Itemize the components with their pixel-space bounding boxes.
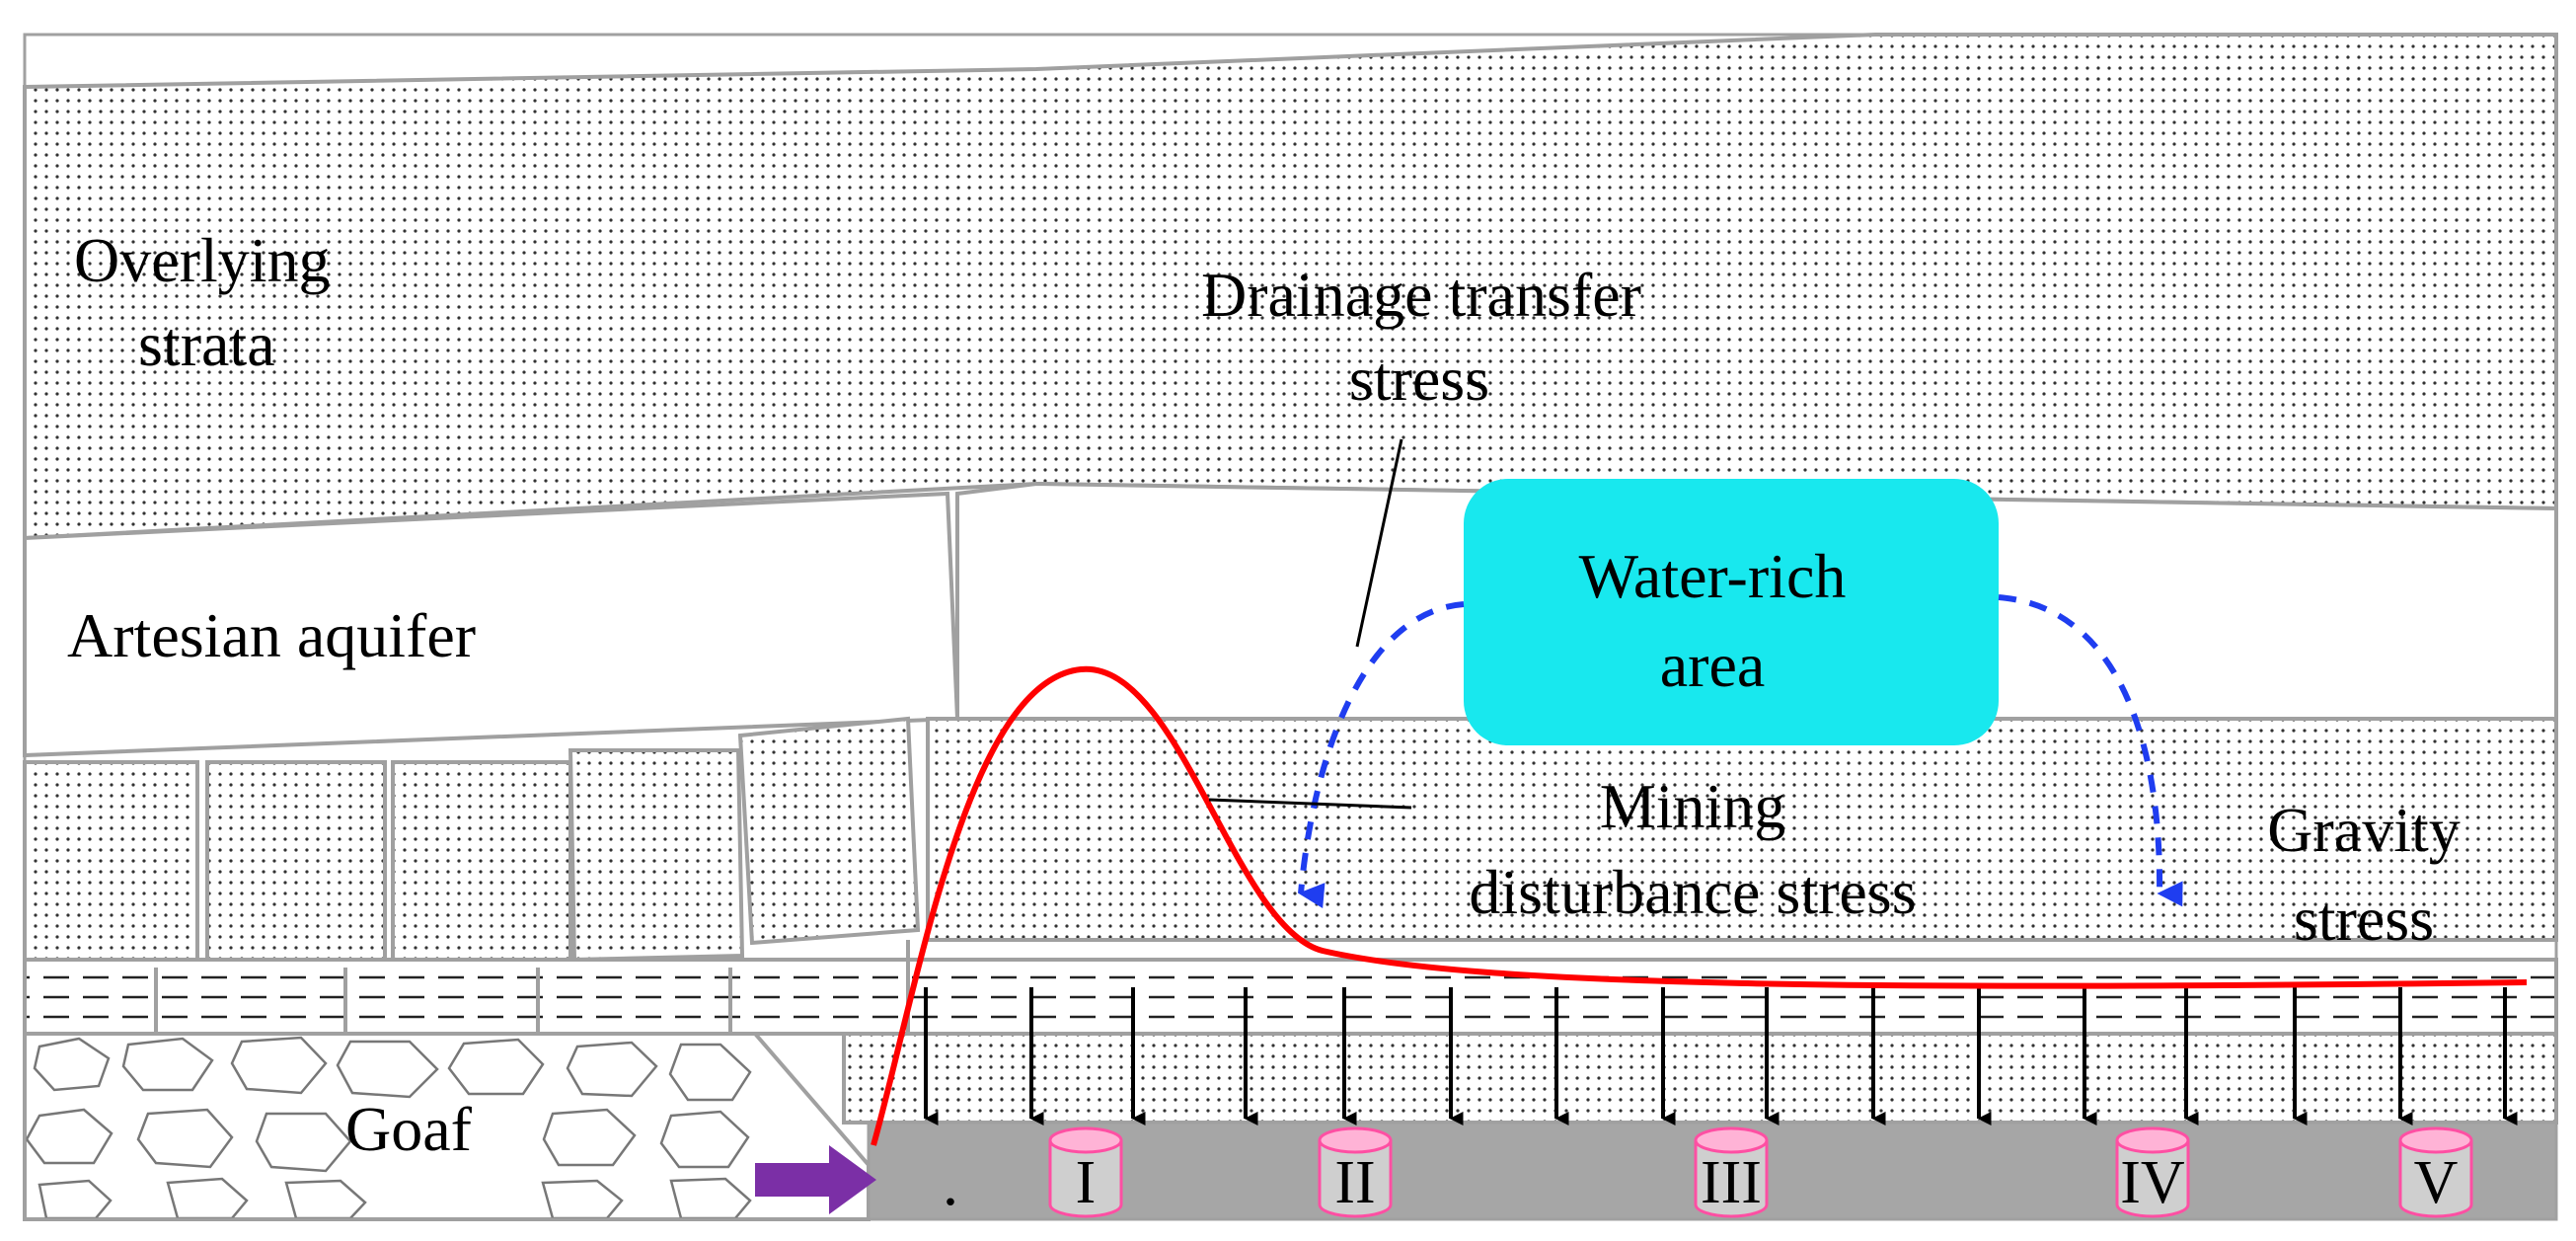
zone-label: I <box>1076 1149 1097 1216</box>
zone-label: V <box>2414 1149 2459 1216</box>
zone-label: III <box>1701 1149 1762 1216</box>
drainage-stress-label-line1: Drainage transfer <box>1201 260 1641 330</box>
diagram-border <box>23 33 2558 1221</box>
zone-marker-5: V <box>2398 1126 2473 1218</box>
drainage-stress-label-line2: stress <box>1349 344 1489 414</box>
zone-label: II <box>1334 1149 1375 1216</box>
overlying-strata-label-line1: Overlying <box>74 225 331 295</box>
zone-marker-2: II <box>1318 1126 1393 1218</box>
water-rich-label-line2: area <box>1660 630 1766 700</box>
fractured-rock-layer <box>23 716 2558 963</box>
goaf-label: Goaf <box>345 1094 473 1164</box>
zone-label: IV <box>2120 1149 2185 1216</box>
mining-leader-line <box>1208 798 1412 810</box>
drainage-arrow-left <box>1298 601 1465 909</box>
goaf-rubble <box>23 1032 871 1221</box>
advance-arrow <box>755 1145 876 1214</box>
seam-dot: . <box>943 1148 958 1218</box>
mining-stress-label-line2: disturbance stress <box>1469 857 1916 927</box>
gravity-stress-label-line2: stress <box>2294 884 2434 954</box>
water-rich-label-line1: Water-rich <box>1579 541 1847 611</box>
drainage-arrow-right <box>1998 594 2183 907</box>
zone-marker-1: I <box>1048 1126 1123 1218</box>
water-rich-area: Water-rich area <box>1464 479 1999 745</box>
stress-curve <box>871 665 2528 1146</box>
artesian-aquifer-label: Artesian aquifer <box>67 600 476 670</box>
overlying-strata-label-line2: strata <box>138 309 275 379</box>
drainage-leader-line <box>1355 438 1403 648</box>
mining-stress-label-line1: Mining <box>1600 771 1785 841</box>
gravity-stress-label-line1: Gravity <box>2267 795 2461 865</box>
zone-marker-3: III <box>1694 1126 1769 1218</box>
immediate-roof-layer <box>842 1032 2558 1125</box>
gravity-arrows <box>924 987 2518 1125</box>
zone-marker-4: IV <box>2115 1126 2190 1218</box>
